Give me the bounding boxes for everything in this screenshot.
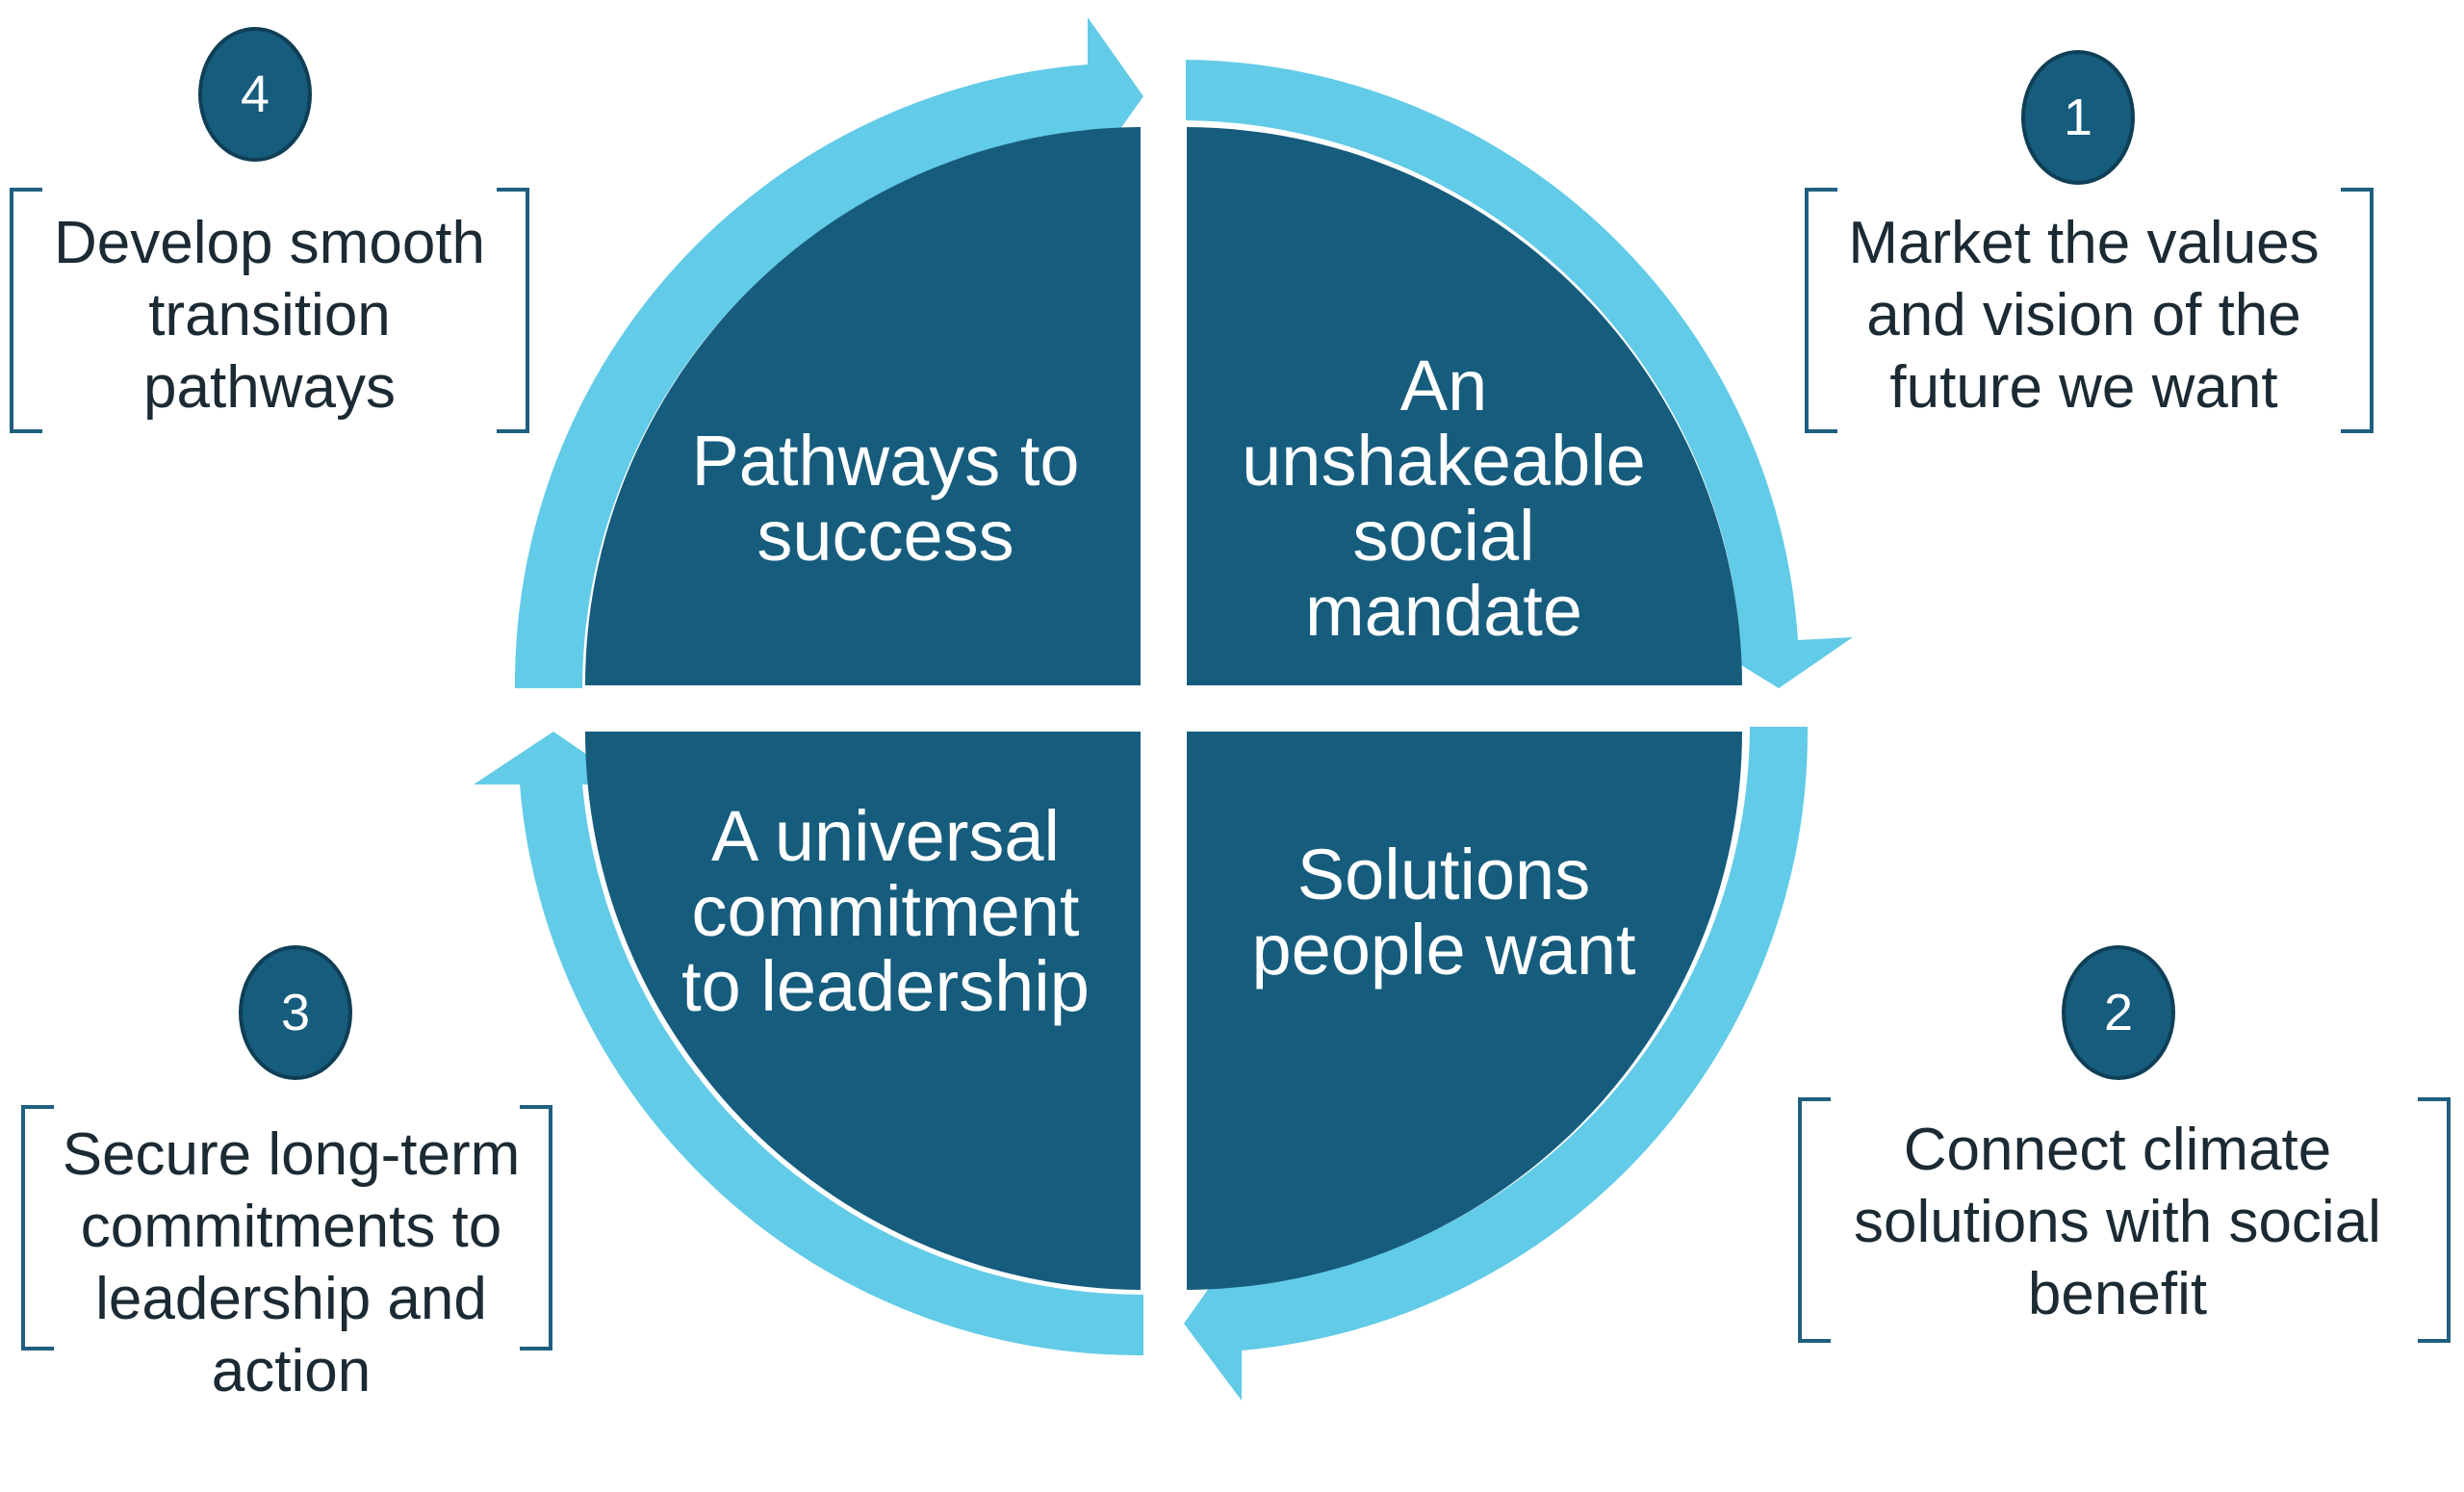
step-2-bracket-right — [2418, 1097, 2451, 1343]
step-1-bracket-left — [1805, 188, 1837, 433]
arrow-ring-top-right — [1186, 60, 1853, 688]
step-4-text: Develop smooth transition pathways — [53, 210, 486, 421]
quadrant-label-top-right: An unshakeable social mandate — [1242, 346, 1646, 651]
step-1-text: Market the values and vision of the futu… — [1848, 210, 2320, 421]
step-4-badge: 4 — [198, 27, 312, 162]
arrow-ring-top-left — [514, 17, 1143, 688]
quadrant-bottom-left — [585, 732, 1141, 1290]
step-3-text: Secure long-term commitments to leadersh… — [62, 1121, 521, 1404]
step-2-bracket-left — [1798, 1097, 1831, 1343]
quadrant-label-bottom-right: Solutions people want — [1251, 835, 1636, 990]
arrow-ring-bottom-right — [1184, 727, 1809, 1401]
step-2-badge: 2 — [2062, 945, 2175, 1080]
step-2-text: Connect climate solutions with social be… — [1854, 1117, 2381, 1327]
arrow-ring-bottom-left — [474, 732, 1143, 1356]
step-3-bracket-left — [21, 1105, 54, 1351]
quadrant-label-top-left: Pathways to success — [691, 421, 1080, 576]
quadrant-top-right — [1187, 127, 1742, 685]
step-1-badge: 1 — [2021, 50, 2135, 185]
quadrant-top-left — [585, 127, 1141, 685]
quadrant-bottom-right — [1187, 732, 1742, 1290]
step-4-bracket-right — [497, 188, 529, 433]
quadrant-label-bottom-left: A universal commitment to leadership — [681, 796, 1090, 1026]
step-4-bracket-left — [10, 188, 42, 433]
step-3-badge: 3 — [239, 945, 352, 1080]
step-3-bracket-right — [520, 1105, 552, 1351]
step-1-bracket-right — [2341, 188, 2374, 433]
